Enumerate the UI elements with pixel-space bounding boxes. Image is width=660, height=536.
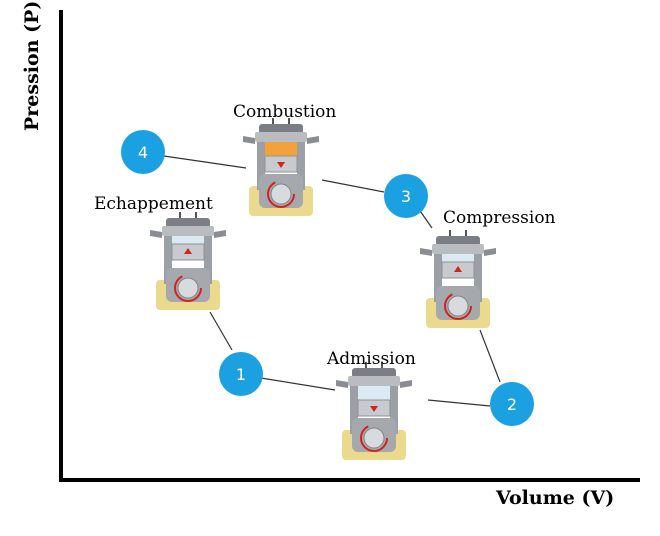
state-circle-1: 1 — [219, 352, 263, 396]
state-circle-4: 4 — [121, 130, 165, 174]
path-1-2b — [427, 399, 491, 407]
y-axis-label: Pression (P) — [21, 0, 43, 131]
state-circle-3: 3 — [384, 174, 428, 218]
path-2-3 — [479, 329, 501, 383]
path-4-1 — [209, 311, 233, 351]
state-circle-2: 2 — [490, 382, 534, 426]
engine-icon-combustion — [243, 118, 319, 216]
engine-icon-echappement — [150, 212, 226, 310]
stage-label-admission: Admission — [327, 349, 416, 369]
stage-label-echappement: Echappement — [94, 194, 213, 214]
path-1-2a — [260, 377, 336, 391]
stage-label-combustion: Combustion — [233, 102, 337, 122]
x-axis-label: Volume (V) — [496, 487, 615, 509]
stage-label-compression: Compression — [443, 208, 556, 228]
engine-icon-compression — [420, 230, 496, 328]
path-3-4b — [163, 155, 247, 169]
engine-icon-admission — [336, 362, 412, 460]
path-3-4a — [321, 179, 385, 193]
